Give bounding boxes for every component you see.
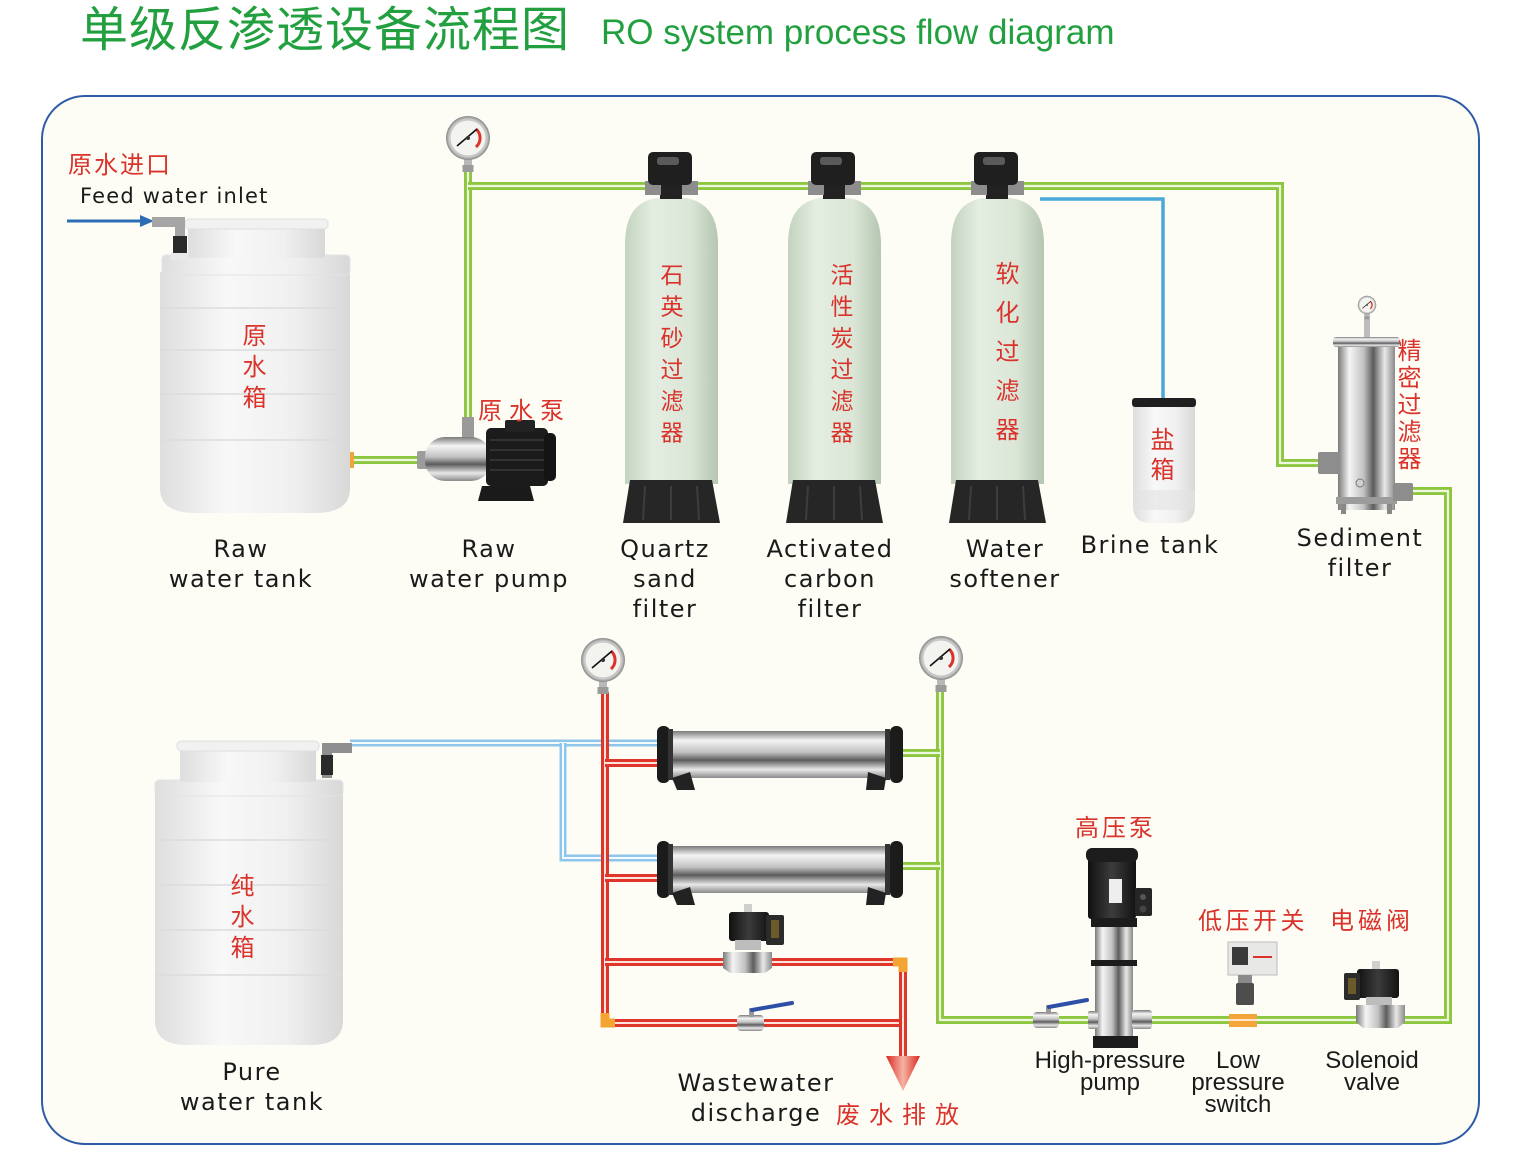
pump-ball-valve — [1033, 998, 1089, 1028]
ro-membrane-vessel — [657, 841, 903, 905]
wastewater-discharge-label-zh: 废水排放 — [836, 1101, 968, 1129]
feed-water-pipes — [346, 168, 1452, 1024]
pure-water-tank — [154, 740, 352, 1045]
sediment-filter-label-en: Sediment filter — [1250, 523, 1470, 583]
sediment-filter — [1318, 314, 1413, 514]
brine-line — [1040, 197, 1165, 400]
brine-tank-label-en: Brine tank — [1040, 530, 1260, 560]
label-line: filter — [632, 595, 698, 623]
waste-ball-valve — [737, 1001, 794, 1031]
label-line: pressure — [1191, 1069, 1285, 1096]
control-valve-head — [811, 152, 855, 185]
raw-water-tank-label-en: Raw water tank — [131, 534, 351, 594]
label-line: Raw — [213, 535, 269, 563]
pressure-gauge-icon — [1357, 295, 1377, 320]
low-pressure-switch-label-zh: 低压开关 — [1198, 907, 1308, 935]
quartz-sand-filter-label-zh: 石英砂过滤器 — [656, 263, 682, 452]
activated-carbon-filter-label-en: Activated carbon filter — [720, 534, 940, 624]
water-softener — [949, 152, 1046, 523]
pressure-gauge-icon — [444, 114, 492, 174]
elbow-fitting — [893, 957, 908, 972]
water-softener-label-en: Water softener — [895, 534, 1115, 594]
raw-water-tank — [152, 217, 351, 513]
pressure-gauge-icon — [579, 636, 627, 696]
high-pressure-pump-label-en: High-pressure pump — [1000, 1047, 1220, 1096]
ro-membrane-vessel — [657, 726, 903, 790]
pressure-gauge-icon — [917, 634, 965, 694]
solenoid-valve — [1344, 961, 1405, 1028]
low-pressure-switch — [1227, 941, 1278, 1027]
label-line: water tank — [179, 1088, 325, 1116]
low-pressure-switch-label-en: Low pressure switch — [1128, 1047, 1348, 1118]
label-line: Quartz — [620, 535, 710, 563]
feed-inlet-label-en: Feed water inlet — [80, 184, 269, 208]
label-line: Sediment — [1296, 524, 1424, 552]
page-title-zh: 单级反渗透设备流程图 — [80, 2, 571, 58]
solenoid-valve-label-zh: 电磁阀 — [1330, 907, 1414, 935]
waste-water-pipes — [600, 692, 920, 1091]
label-line: carbon — [784, 565, 876, 593]
label-line: Pure — [222, 1058, 282, 1086]
discharge-arrow-icon — [886, 1056, 920, 1091]
raw-water-pump — [417, 417, 556, 501]
quartz-sand-filter — [623, 152, 720, 523]
high-pressure-pump — [1086, 848, 1152, 1048]
activated-carbon-filter — [786, 152, 883, 523]
label-line: Low — [1215, 1047, 1261, 1074]
pure-water-tank-label-en: Pure water tank — [142, 1057, 362, 1117]
label-line: softener — [949, 565, 1061, 593]
page-title-en: RO system process flow diagram — [601, 13, 1115, 52]
label-line: discharge — [690, 1099, 822, 1127]
label-line: Raw — [461, 535, 517, 563]
label-line: filter — [797, 595, 863, 623]
water-softener-label-zh: 软化过滤器 — [991, 261, 1019, 456]
label-line: Activated — [766, 535, 894, 563]
label-line: water pump — [408, 565, 570, 593]
label-line: Water — [965, 535, 1045, 563]
label-line: High-pressure — [1034, 1047, 1186, 1074]
label-line: sand — [633, 565, 697, 593]
waste-solenoid-valve — [723, 904, 784, 973]
pure-water-tank-label-zh: 纯水箱 — [226, 873, 254, 966]
activated-carbon-filter-label-zh: 活性炭过滤器 — [826, 263, 852, 452]
control-valve-head — [974, 152, 1018, 185]
quartz-sand-filter-label-en: Quartz sand filter — [555, 534, 775, 624]
high-pressure-pump-label-zh: 高压泵 — [1075, 814, 1156, 842]
raw-water-tank-label-zh: 原水箱 — [238, 323, 266, 416]
solenoid-valve-label-en: Solenoid valve — [1262, 1047, 1482, 1096]
sediment-filter-label-zh: 精密过滤器 — [1393, 338, 1421, 473]
label-line: Wastewater — [677, 1069, 835, 1097]
feed-inlet-arrow-icon — [67, 215, 154, 227]
inlet-elbow — [152, 217, 185, 238]
feed-inlet-label-zh: 原水进口 — [68, 151, 172, 179]
brine-tank-label-zh: 盐箱 — [1146, 427, 1174, 487]
control-valve-head — [648, 152, 692, 185]
label-line: water tank — [168, 565, 314, 593]
label-line: Solenoid — [1325, 1047, 1419, 1074]
label-line: pump — [1079, 1069, 1141, 1096]
elbow-fitting — [600, 1013, 615, 1028]
label-line: switch — [1204, 1091, 1272, 1118]
raw-water-pump-label-en: Raw water pump — [379, 534, 599, 594]
raw-water-pump-label-zh: 原水泵 — [478, 397, 571, 425]
wastewater-discharge-label-en: Wastewater discharge — [646, 1068, 866, 1128]
label-line: filter — [1327, 554, 1393, 582]
label-line: valve — [1343, 1069, 1401, 1096]
label-line: Brine tank — [1080, 531, 1220, 559]
brine-tank — [1132, 398, 1196, 523]
